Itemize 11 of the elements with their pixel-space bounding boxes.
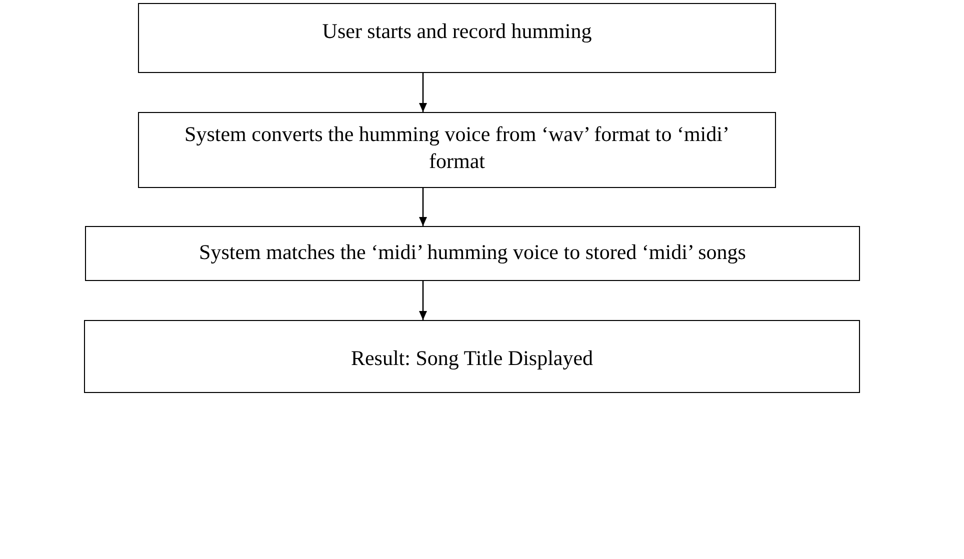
step-text: System matches the ‘midi’ humming voice to stored ‘midi’ songs (199, 239, 746, 266)
process-box (138, 3, 776, 73)
process-box (85, 226, 860, 281)
arrow (419, 73, 427, 112)
arrow (419, 188, 427, 226)
process-box (138, 112, 776, 188)
step-text: User starts and record humming (322, 18, 592, 45)
step-text: Result: Song Title Displayed (350, 345, 594, 372)
arrow (419, 281, 427, 320)
step-text: System converts the humming voice from ‘wav’ format to ‘midi’ format (184, 121, 730, 175)
process-box (84, 320, 860, 393)
